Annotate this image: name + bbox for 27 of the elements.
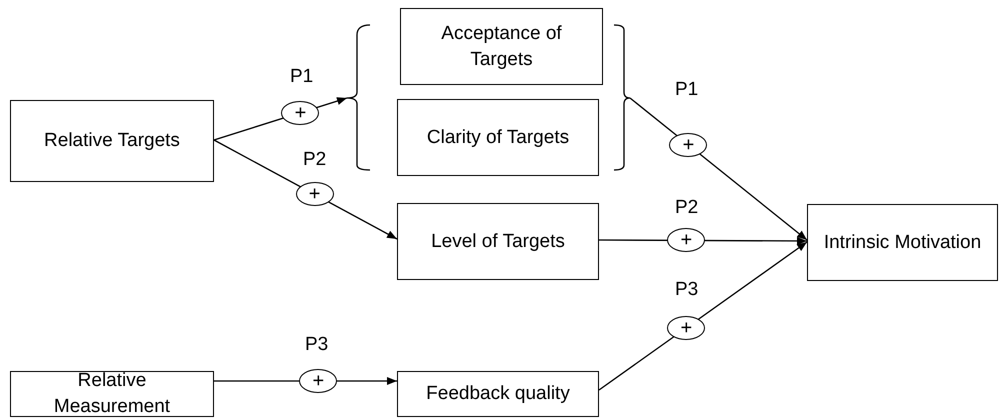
edge-label: + xyxy=(667,316,706,340)
box-label: Relative Targets xyxy=(43,129,181,153)
edge-label: + xyxy=(669,132,708,157)
edge-label: + xyxy=(667,228,706,252)
path-label: P2 xyxy=(675,197,698,219)
edge-label: + xyxy=(299,369,338,393)
path-label: P3 xyxy=(675,279,698,301)
path-label: P1 xyxy=(290,66,314,88)
concept-box xyxy=(397,99,599,176)
path-label: P2 xyxy=(303,149,326,171)
concept-box xyxy=(397,203,599,280)
box-label: Relative Measurement xyxy=(52,369,172,418)
concept-box xyxy=(10,371,214,417)
path-label: P3 xyxy=(305,334,328,356)
concept-box xyxy=(397,371,599,417)
box-label: Clarity of Targets xyxy=(426,126,570,150)
path-label: P1 xyxy=(675,79,698,101)
box-label: Intrinsic Motivation xyxy=(822,230,982,254)
concept-box xyxy=(10,100,214,182)
arrow xyxy=(598,241,808,391)
edge-label: + xyxy=(281,100,320,125)
edge-label: + xyxy=(296,182,334,206)
box-label: Feedback quality xyxy=(425,382,571,406)
box-label: Level of Targets xyxy=(430,230,566,254)
concept-box xyxy=(807,204,998,281)
concept-box xyxy=(400,8,603,85)
box-label: Acceptance of Targets xyxy=(440,22,563,72)
